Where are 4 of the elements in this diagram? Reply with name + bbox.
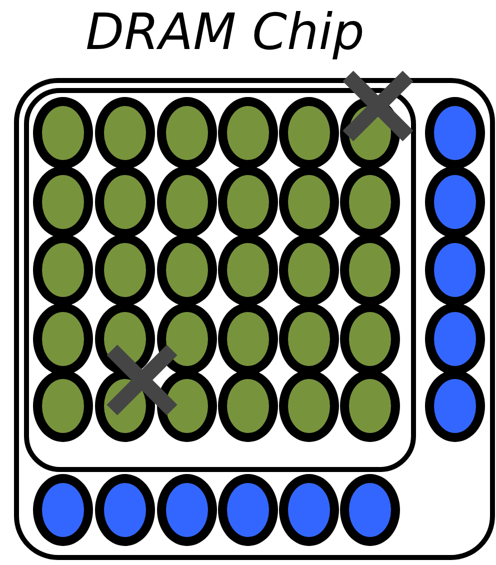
spare-cell: [33, 474, 93, 546]
chip-outline: [14, 78, 495, 560]
diagram-title: DRAM Chip: [84, 2, 366, 62]
array-outline: [24, 88, 416, 472]
